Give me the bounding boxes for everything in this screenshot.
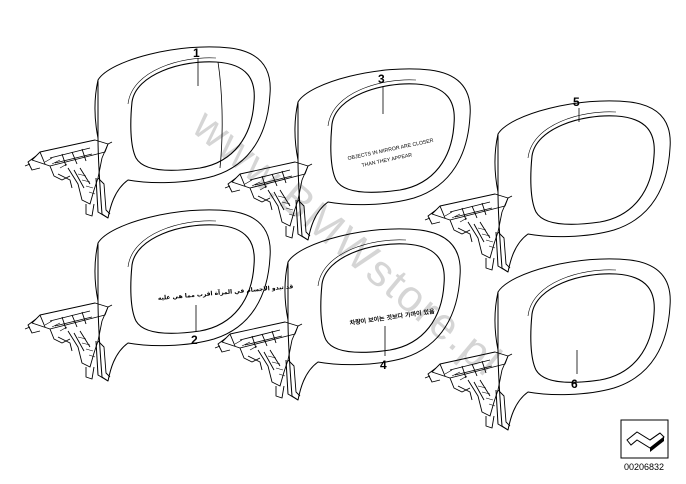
inscription-arabic: قد تبدو الاجسام في المرآة اقرب مما هي عل… (157, 281, 293, 302)
part-number-4: 4 (380, 358, 387, 372)
part-number-6: 6 (571, 377, 578, 391)
part-number-2: 2 (191, 333, 198, 347)
part-number-1: 1 (193, 46, 200, 60)
part-view-symbol-icon (620, 419, 669, 459)
part-number-3: 3 (378, 72, 385, 86)
watermark: www.BMWstore.pl (183, 99, 512, 386)
part-number-5: 5 (573, 95, 580, 109)
mirror-part-2 (24, 209, 271, 382)
document-id: 00206832 (624, 462, 664, 472)
mirror-part-5 (424, 100, 671, 273)
